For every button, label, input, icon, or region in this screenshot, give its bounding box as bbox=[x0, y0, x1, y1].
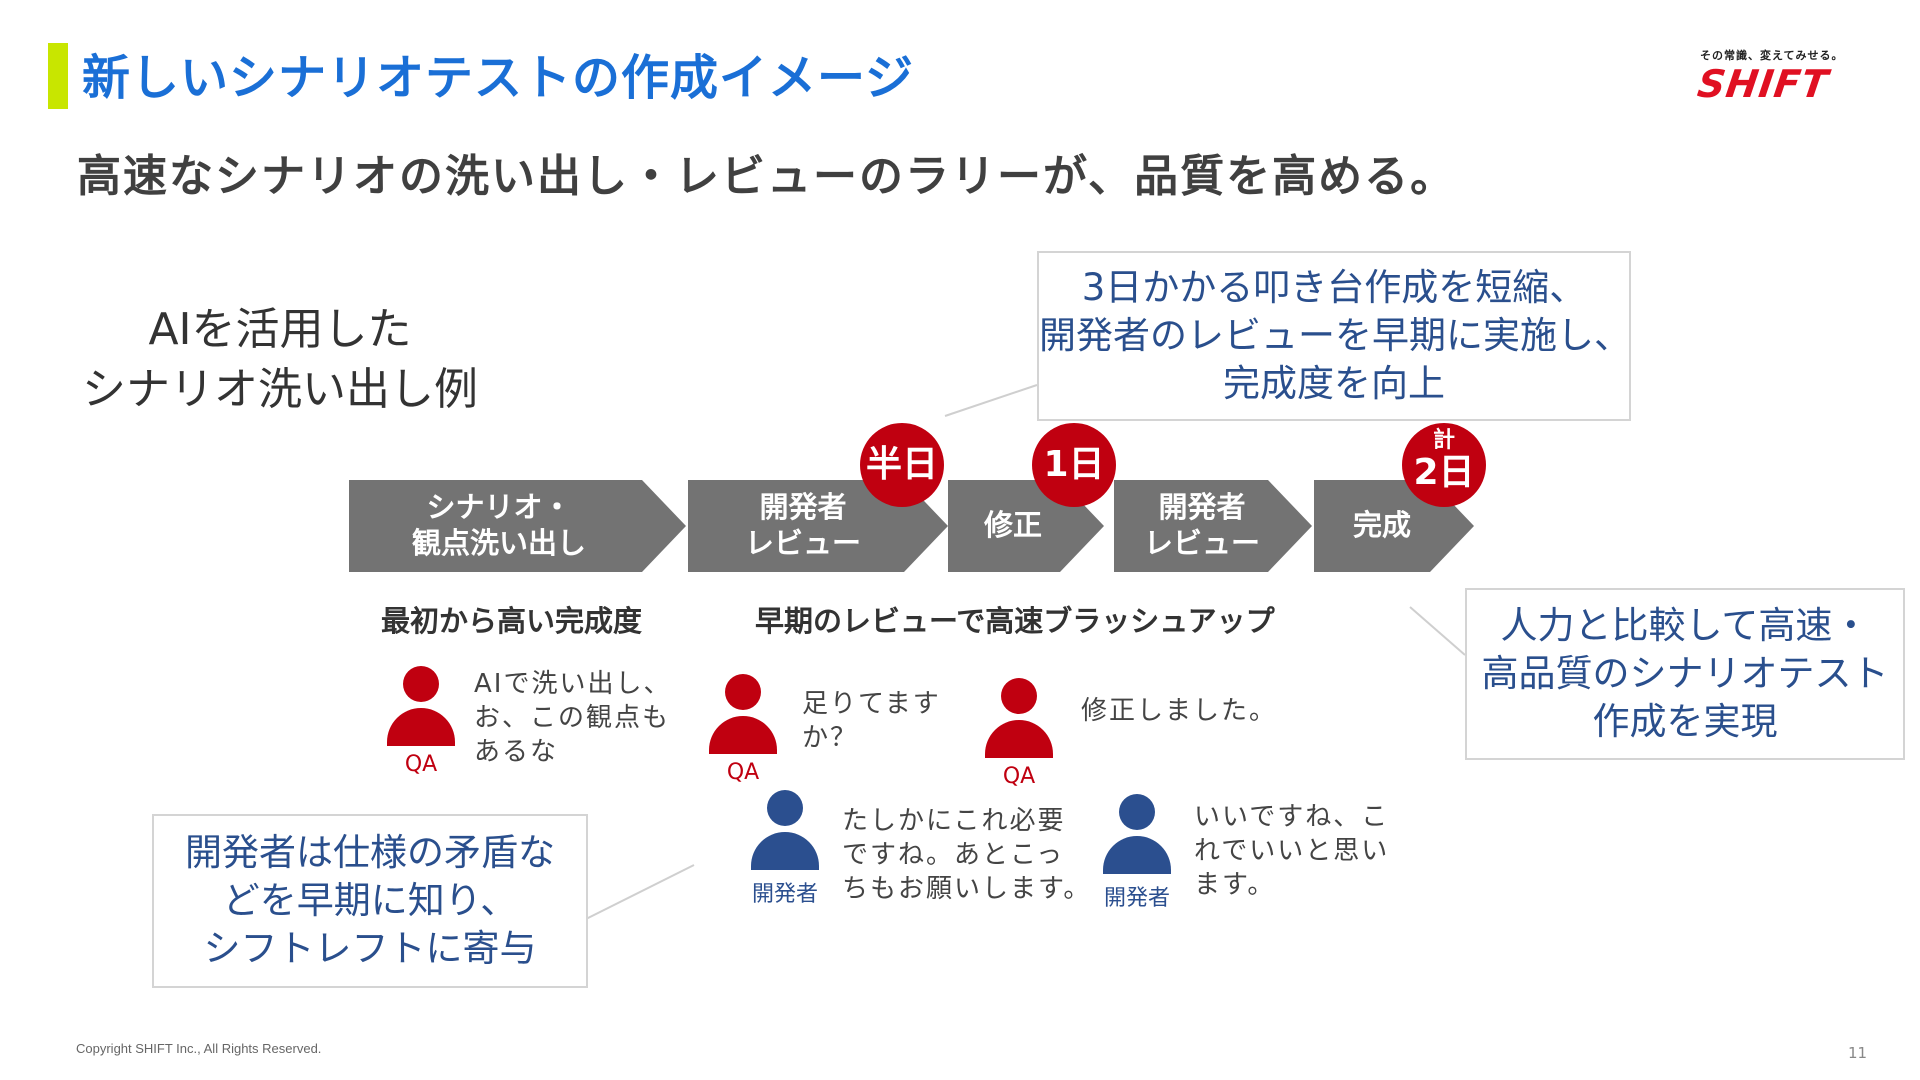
developer-speech-2-line3: ます。 bbox=[1194, 870, 1276, 900]
ai-example-label: AIを活用した シナリオ洗い出し例 bbox=[80, 300, 480, 420]
developer-speech-2-line1: いいですね、こ bbox=[1194, 802, 1390, 832]
callout-left-line1: 開発者は仕様の矛盾な bbox=[185, 831, 555, 874]
badge-half-day: 半日 bbox=[860, 423, 944, 507]
developer-speech-1: たしかにこれ必要 ですね。あとこっ ちもお願いします。 bbox=[842, 804, 1091, 906]
callout-left-line3: シフトレフトに寄与 bbox=[203, 927, 537, 970]
page-number: 11 bbox=[1848, 1044, 1868, 1062]
process-step-5-line1: 完成 bbox=[1352, 508, 1411, 542]
developer-speech-2-line2: れでいいと思い bbox=[1194, 836, 1390, 866]
process-step-4-line2: レビュー bbox=[1143, 526, 1260, 560]
developer-role-label-1: 開発者 bbox=[751, 882, 818, 907]
callout-shift-left: 開発者は仕様の矛盾な どを早期に知り、 シフトレフトに寄与 bbox=[152, 814, 588, 988]
callout-right-line3: 作成を実現 bbox=[1592, 700, 1778, 743]
callout-shorten-draft: 3日かかる叩き台作成を短縮、 開発者のレビューを早期に実施し、 完成度を向上 bbox=[1037, 251, 1631, 421]
qa-speech-1-line3: あるな bbox=[474, 737, 559, 767]
developer-speech-1-line3: ちもお願いします。 bbox=[842, 874, 1092, 904]
badge-total-label: 2日 bbox=[1413, 452, 1475, 493]
callout-top-line3: 完成度を向上 bbox=[1223, 362, 1445, 405]
qa-speech-2-line1: 足りてます bbox=[802, 689, 941, 719]
title-accent-bar bbox=[48, 43, 68, 109]
section-label-right: 早期のレビューで高速ブラッシュアップ bbox=[755, 604, 1275, 638]
qa-person-icon bbox=[979, 678, 1059, 758]
process-step-2-shape bbox=[688, 480, 948, 572]
developer-person-icon bbox=[1097, 794, 1177, 874]
right-callout-connector bbox=[1409, 606, 1466, 656]
slide-title: 新しいシナリオテストの作成イメージ bbox=[82, 50, 915, 106]
section-label-left: 最初から高い完成度 bbox=[381, 604, 643, 638]
process-step-3: 修正 bbox=[948, 507, 1078, 543]
process-step-1: シナリオ・ 観点洗い出し bbox=[349, 489, 649, 561]
developer-speech-1-line1: たしかにこれ必要 bbox=[842, 806, 1066, 836]
qa-person-icon bbox=[381, 666, 461, 746]
slide-subtitle: 高速なシナリオの洗い出し・レビューのラリーが、品質を高める。 bbox=[77, 151, 1457, 202]
callout-left-line2: どを早期に知り、 bbox=[222, 879, 518, 922]
callout-top-line1: 3日かかる叩き台作成を短縮、 bbox=[1081, 266, 1587, 309]
process-step-1-shape bbox=[349, 480, 686, 572]
process-step-4-line1: 開発者 bbox=[1158, 490, 1246, 524]
process-step-1-line2: 観点洗い出し bbox=[411, 526, 586, 560]
qa-speech-2-line2: か？ bbox=[802, 723, 859, 753]
process-step-3-line1: 修正 bbox=[983, 508, 1042, 542]
qa-speech-3-line1: 修正しました。 bbox=[1081, 696, 1278, 726]
developer-speech-1-line2: ですね。あとこっ bbox=[842, 840, 1065, 870]
process-step-1-line1: シナリオ・ bbox=[426, 490, 572, 524]
callout-fast-quality: 人力と比較して高速・ 高品質のシナリオテスト 作成を実現 bbox=[1465, 588, 1905, 760]
qa-speech-1-line2: お、この観点も bbox=[474, 703, 671, 733]
process-step-2: 開発者 レビュー bbox=[688, 489, 918, 561]
left-callout-connector bbox=[583, 864, 695, 921]
developer-speech-2: いいですね、こ れでいいと思い ます。 bbox=[1194, 800, 1389, 902]
callout-right-line1: 人力と比較して高速・ bbox=[1500, 604, 1870, 647]
qa-speech-2: 足りてます か？ bbox=[802, 687, 941, 755]
badge-total-two-days: 計 2日 bbox=[1402, 423, 1486, 507]
callout-top-line2: 開発者のレビューを早期に実施し、 bbox=[1039, 314, 1631, 357]
process-step-5: 完成 bbox=[1314, 507, 1450, 543]
qa-person-icon bbox=[703, 674, 783, 754]
developer-role-label-2: 開発者 bbox=[1103, 886, 1170, 911]
developer-person-icon bbox=[745, 790, 825, 870]
qa-role-label-3: QA bbox=[1002, 764, 1036, 789]
callout-right-line2: 高品質のシナリオテスト bbox=[1481, 652, 1889, 695]
process-step-4: 開発者 レビュー bbox=[1114, 489, 1290, 561]
qa-role-label-2: QA bbox=[726, 760, 760, 785]
qa-role-label-1: QA bbox=[404, 752, 438, 777]
badge-one-day: 1日 bbox=[1032, 423, 1116, 507]
ai-label-line1: AIを活用した bbox=[148, 304, 412, 355]
badge-total-prefix: 計 bbox=[1432, 428, 1455, 453]
process-step-4-shape bbox=[1114, 480, 1312, 572]
qa-speech-1: AIで洗い出し、 お、この観点も あるな bbox=[474, 667, 671, 769]
qa-speech-1-line1: AIで洗い出し、 bbox=[474, 669, 672, 699]
process-step-2-line1: 開発者 bbox=[759, 490, 847, 524]
process-step-2-line2: レビュー bbox=[744, 526, 861, 560]
ai-label-line2: シナリオ洗い出し例 bbox=[82, 364, 478, 415]
qa-speech-3: 修正しました。 bbox=[1081, 694, 1277, 728]
copyright-notice: Copyright SHIFT Inc., All Rights Reserve… bbox=[76, 1041, 322, 1056]
top-callout-connector bbox=[944, 384, 1038, 417]
logo-tagline: その常識、変えてみせる。 bbox=[1700, 49, 1844, 62]
